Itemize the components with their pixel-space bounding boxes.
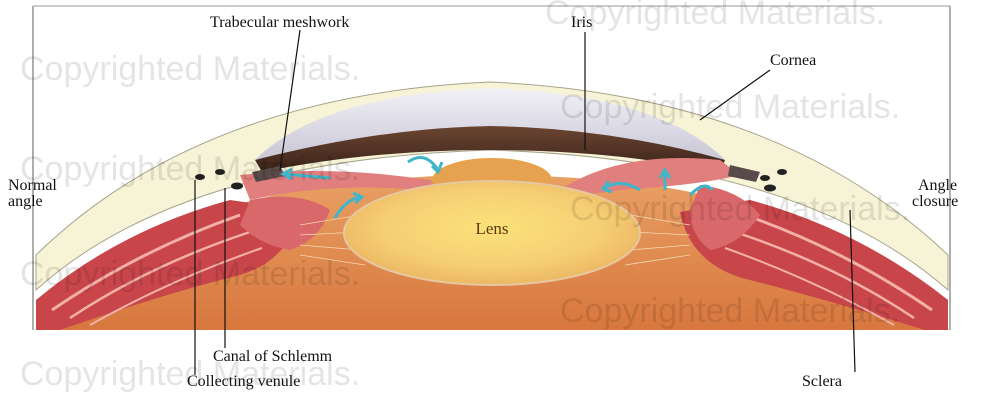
label-normal-angle-line2: angle [8, 193, 43, 210]
label-canal-of-schlemm: Canal of Schlemm [213, 348, 333, 365]
label-angle-closure-line1: Angle [918, 177, 957, 194]
svg-text:Copyrighted Materials.: Copyrighted Materials. [20, 50, 360, 88]
label-trabecular-meshwork: Trabecular meshwork [210, 14, 349, 31]
label-normal-angle-line1: Normal [8, 177, 57, 194]
svg-text:Copyrighted Materials.: Copyrighted Materials. [20, 150, 360, 188]
label-iris: Iris [571, 14, 592, 31]
label-sclera: Sclera [802, 373, 842, 390]
label-cornea: Cornea [770, 52, 816, 69]
svg-text:Copyrighted Materials.: Copyrighted Materials. [570, 190, 910, 228]
label-angle-closure-line2: closure [912, 193, 958, 210]
svg-text:Copyrighted Materials.: Copyrighted Materials. [20, 255, 360, 293]
lens-label: Lens [475, 219, 508, 238]
svg-text:Copyrighted Materials.: Copyrighted Materials. [545, 0, 885, 32]
label-collecting-venule: Collecting venule [187, 373, 300, 390]
svg-text:Copyrighted Materials.: Copyrighted Materials. [560, 292, 900, 330]
svg-text:Copyrighted Materials.: Copyrighted Materials. [560, 88, 900, 126]
